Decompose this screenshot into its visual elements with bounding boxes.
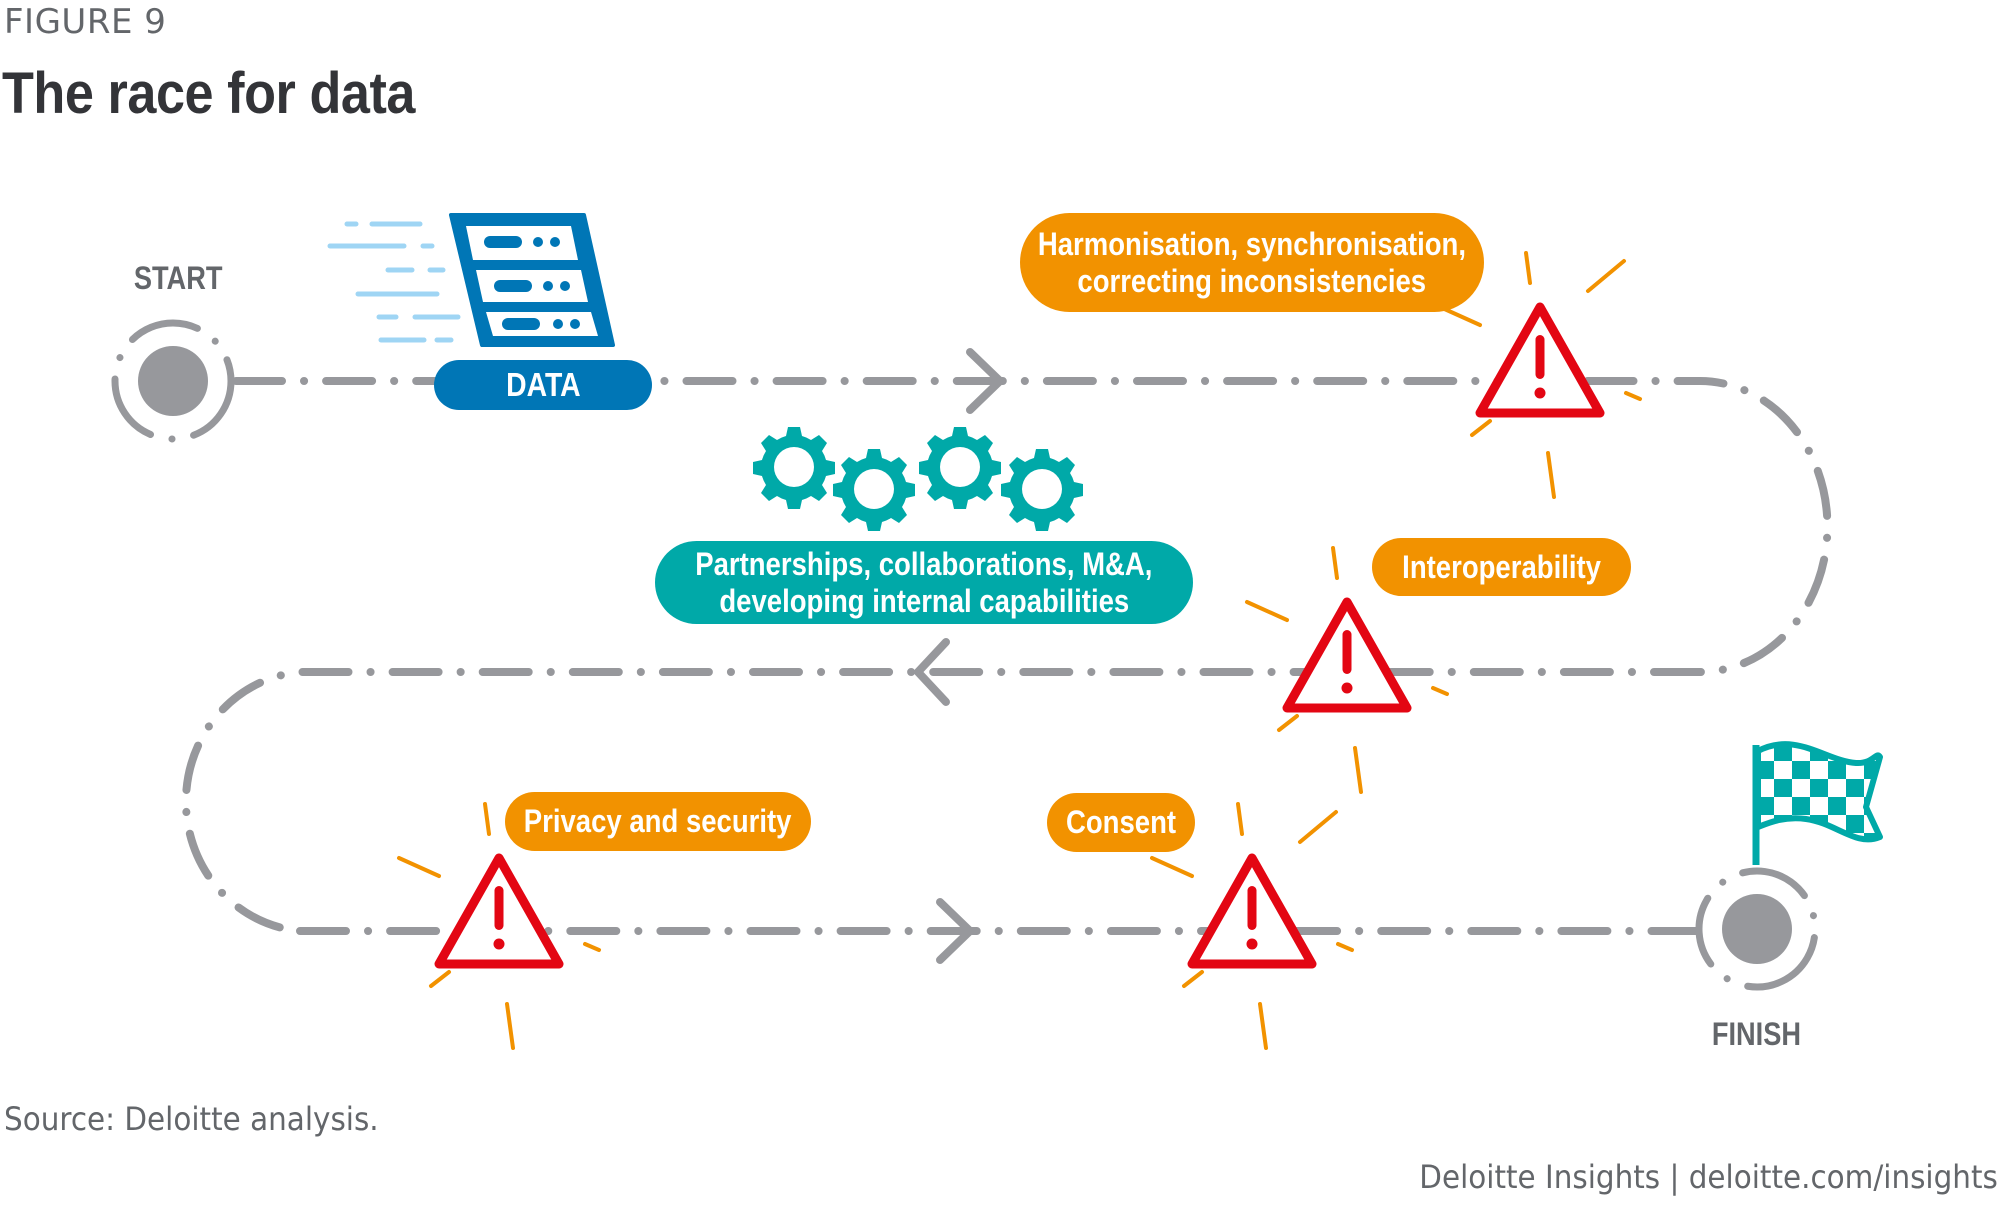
- hazard-label: Consent: [1065, 804, 1177, 841]
- figure-label: FIGURE 9: [4, 2, 167, 42]
- start-node-icon: [111, 319, 235, 443]
- finish-node-icon: [1695, 867, 1819, 991]
- server-rack-icon: [327, 213, 615, 347]
- hazard-label: Interoperability: [1402, 548, 1601, 585]
- hazard-label-line1: Harmonisation, synchronisation,: [1037, 225, 1467, 262]
- partnerships-label-line1: Partnerships, collaborations, M&A,: [695, 545, 1153, 582]
- start-label: START: [133, 260, 223, 296]
- data-stage-label: DATA: [505, 366, 581, 404]
- hazard-label-line2: correcting inconsistencies: [1077, 262, 1427, 299]
- chevron-arrow-icon: [914, 638, 950, 706]
- figure-title: The race for data: [2, 61, 415, 126]
- checkered-flag-icon: [1752, 741, 1883, 865]
- partnerships-label-line2: developing internal capabilities: [719, 582, 1129, 619]
- data-stage-pill: DATA: [434, 360, 652, 410]
- track-middle: [182, 668, 1704, 935]
- publisher-credit: Deloitte Insights | deloitte.com/insight…: [1419, 1158, 1998, 1196]
- chevron-arrow-icon: [936, 898, 974, 964]
- chevron-arrow-icon: [966, 348, 1004, 414]
- gears-icon: [753, 427, 1083, 531]
- track-top: [232, 377, 1832, 676]
- partnerships-pill: Partnerships, collaborations, M&A, devel…: [655, 541, 1193, 624]
- race-track: [182, 377, 1832, 935]
- finish-label: FINISH: [1711, 1016, 1802, 1052]
- hazard-pill-interoperability: Interoperability: [1372, 538, 1631, 596]
- hazard-label: Privacy and security: [524, 803, 792, 840]
- hazard-pill-harmonisation: Harmonisation, synchronisation, correcti…: [1020, 213, 1484, 312]
- source-note: Source: Deloitte analysis.: [4, 1100, 379, 1138]
- hazard-pill-consent: Consent: [1047, 793, 1195, 852]
- hazard-pill-privacy: Privacy and security: [505, 792, 811, 851]
